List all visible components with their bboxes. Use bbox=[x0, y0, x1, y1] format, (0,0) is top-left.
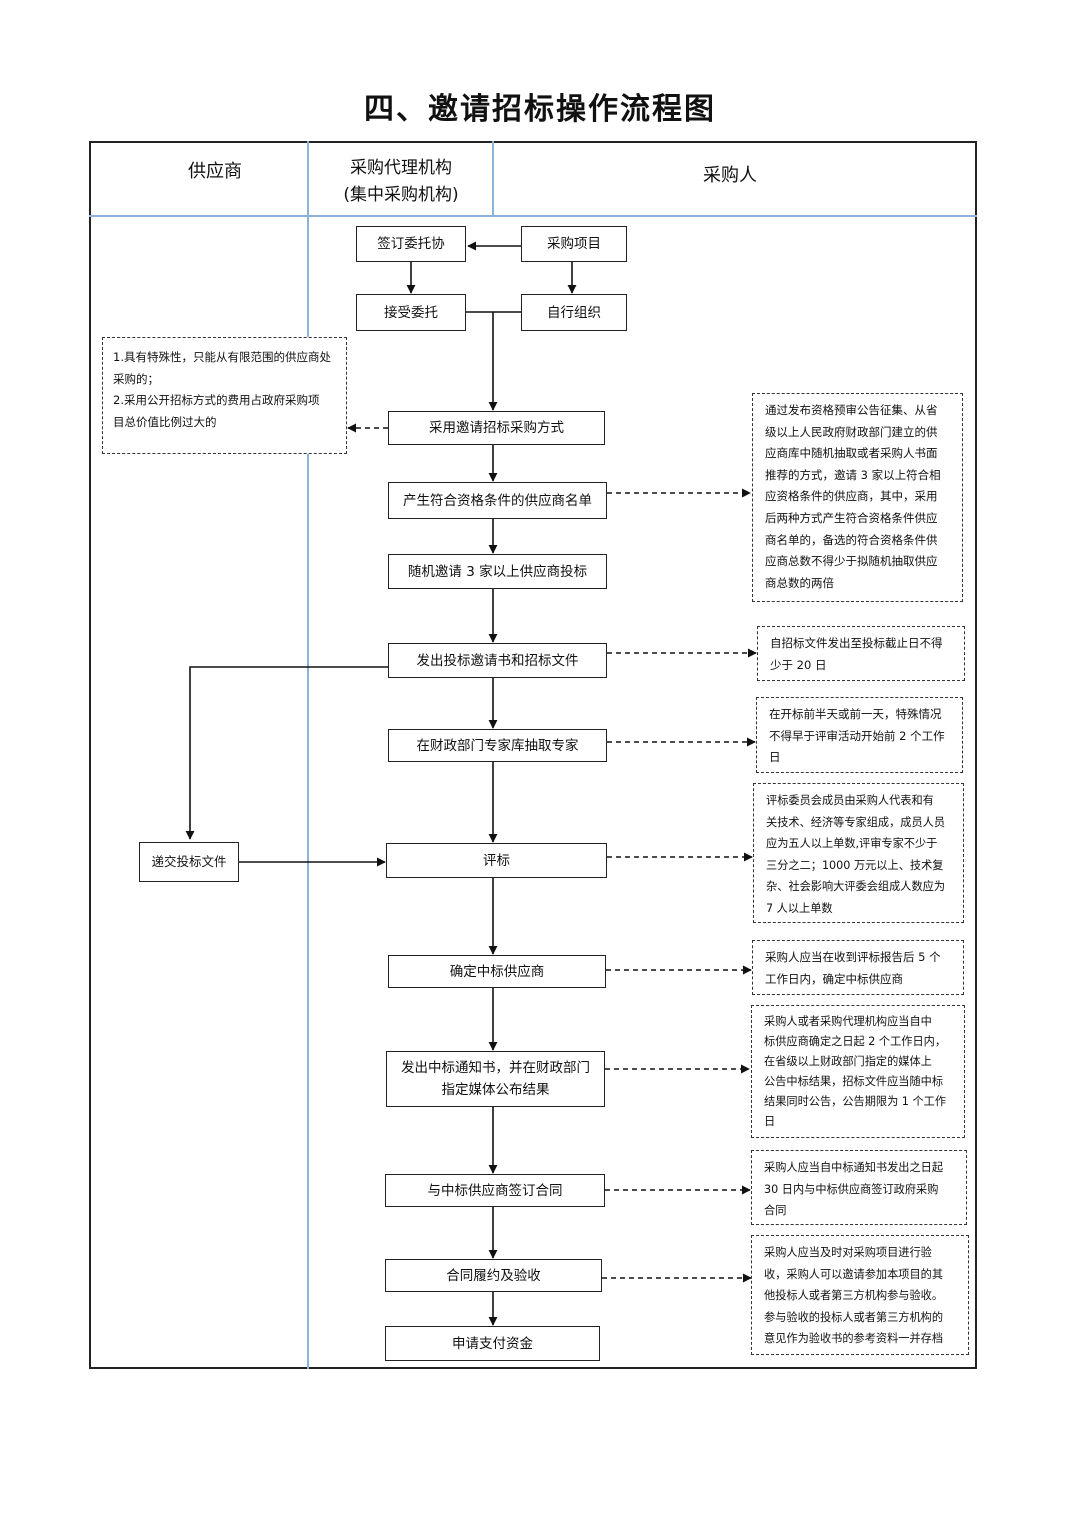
node-random-invite: 随机邀请 3 家以上供应商投标 bbox=[388, 554, 607, 589]
lane-header-agency-line2: (集中采购机构) bbox=[343, 185, 459, 205]
note-line: 采购人或者采购代理机构应当自中 bbox=[764, 1015, 932, 1028]
node-perform-accept: 合同履约及验收 bbox=[385, 1259, 602, 1292]
note-line: 采购人应当自中标通知书发出之日起 bbox=[764, 1161, 944, 1174]
node-issue-docs: 发出投标邀请书和招标文件 bbox=[388, 643, 607, 678]
note-acceptance: 采购人应当及时对采购项目进行验 收，采购人可以邀请参加本项目的其 他投标人或者第… bbox=[751, 1235, 969, 1355]
note-line: 目总价值比例过大的 bbox=[113, 414, 217, 429]
lane-header-supplier: 供应商 bbox=[188, 161, 242, 182]
node-sign-contract: 与中标供应商签订合同 bbox=[385, 1174, 605, 1207]
node-evaluate: 评标 bbox=[386, 843, 607, 878]
note-line: 推荐的方式，邀请 3 家以上符合相 bbox=[765, 467, 941, 482]
note-line: 采购人应当及时对采购项目进行验 bbox=[764, 1246, 932, 1259]
lane-header-agency-line1: 采购代理机构 bbox=[350, 158, 452, 178]
note-committee: 评标委员会成员由采购人代表和有 关技术、经济等专家组成，成员人员 应为五人以上单… bbox=[753, 783, 964, 923]
lane-header-agency: 采购代理机构 (集中采购机构) bbox=[312, 155, 490, 209]
note-line: 在开标前半天或前一天，特殊情况 bbox=[769, 707, 942, 721]
node-generate-list: 产生符合资格条件的供应商名单 bbox=[388, 482, 607, 519]
note-line: 日 bbox=[764, 1115, 776, 1128]
note-line: 30 日内与中标供应商签订政府采购 bbox=[764, 1182, 939, 1196]
note-line: 他投标人或者第三方机构参与验收。 bbox=[764, 1289, 944, 1303]
lane-divider-2 bbox=[492, 141, 494, 217]
note-line: 后两种方式产生符合资格条件供应 bbox=[765, 510, 938, 525]
lane-divider-1 bbox=[307, 141, 309, 1369]
note-line: 结果同时公告，公告期限为 1 个工作 bbox=[764, 1095, 947, 1108]
note-line: 商总数的两倍 bbox=[765, 575, 834, 590]
header-divider bbox=[89, 215, 977, 217]
note-line: 公告中标结果，招标文件应当随中标 bbox=[764, 1075, 944, 1088]
note-line: 自招标文件发出至投标截止日不得 bbox=[770, 636, 943, 650]
node-notice-line2: 指定媒体公布结果 bbox=[441, 1082, 550, 1098]
note-line: 应资格条件的供应商，其中，采用 bbox=[765, 489, 938, 504]
note-line: 合同 bbox=[764, 1204, 787, 1218]
note-line: 工作日内，确定中标供应商 bbox=[765, 971, 903, 986]
node-confirm-winner: 确定中标供应商 bbox=[388, 955, 606, 988]
lane-header-purchaser: 采购人 bbox=[703, 165, 757, 186]
arrow-issue-to-supplier bbox=[185, 666, 388, 840]
note-line: 杂、社会影响大评委会组成人数应为 bbox=[766, 880, 946, 894]
node-sign-entrust: 签订委托协 bbox=[356, 226, 466, 262]
note-line: 采购的； bbox=[113, 371, 159, 386]
note-line: 关技术、经济等专家组成，成员人员 bbox=[766, 815, 946, 829]
note-line: 参与验收的投标人或者第三方机构的 bbox=[764, 1310, 944, 1324]
node-accept-entrust: 接受委托 bbox=[356, 294, 466, 331]
note-line: 在省级以上财政部门指定的媒体上 bbox=[764, 1055, 932, 1068]
node-adopt-invite: 采用邀请招标采购方式 bbox=[388, 411, 605, 445]
note-line: 应商库中随机抽取或者采购人书面 bbox=[765, 446, 938, 461]
node-submit-bid: 递交投标文件 bbox=[139, 842, 239, 882]
note-expert-time: 在开标前半天或前一天，特殊情况 不得早于评审活动开始前 2 个工作 日 bbox=[756, 697, 963, 773]
note-line: 应商总数不得少于拟随机抽取供应 bbox=[765, 554, 938, 569]
note-line: 商名单的，备选的符合资格条件供 bbox=[765, 532, 938, 547]
note-deadline: 自招标文件发出至投标截止日不得 少于 20 日 bbox=[757, 626, 965, 681]
note-line: 级以上人民政府财政部门建立的供 bbox=[765, 424, 938, 439]
note-line: 日 bbox=[769, 750, 781, 765]
note-line: 少于 20 日 bbox=[770, 657, 827, 672]
note-list-method: 通过发布资格预审公告征集、从省 级以上人民政府财政部门建立的供 应商库中随机抽取… bbox=[752, 393, 963, 602]
note-line: 7 人以上单数 bbox=[766, 901, 833, 915]
note-line: 收，采购人可以邀请参加本项目的其 bbox=[764, 1267, 944, 1281]
node-apply-payment: 申请支付资金 bbox=[385, 1326, 600, 1361]
note-line: 标供应商确定之日起 2 个工作日内， bbox=[764, 1035, 947, 1048]
page-title: 四、邀请招标操作流程图 bbox=[364, 92, 716, 127]
note-confirm-time: 采购人应当在收到评标报告后 5 个 工作日内，确定中标供应商 bbox=[752, 940, 964, 995]
diagram-frame bbox=[89, 141, 977, 1369]
note-line: 应为五人以上单数,评审专家不少于 bbox=[766, 837, 938, 851]
note-contract-time: 采购人应当自中标通知书发出之日起 30 日内与中标供应商签订政府采购 合同 bbox=[751, 1150, 967, 1225]
note-line: 评标委员会成员由采购人代表和有 bbox=[766, 794, 934, 807]
node-purchase-project: 采购项目 bbox=[521, 226, 627, 262]
note-line: 通过发布资格预审公告征集、从省 bbox=[765, 403, 938, 417]
note-line: 采购人应当在收到评标报告后 5 个 bbox=[765, 950, 941, 964]
node-notice-publish: 发出中标通知书，并在财政部门 指定媒体公布结果 bbox=[386, 1051, 605, 1107]
node-notice-line1: 发出中标通知书，并在财政部门 bbox=[401, 1060, 590, 1076]
note-line: 2.采用公开招标方式的费用占政府采购项 bbox=[113, 393, 320, 408]
note-conditions: 1.具有特殊性，只能从有限范围的供应商处 采购的； 2.采用公开招标方式的费用占… bbox=[102, 337, 347, 454]
note-publish: 采购人或者采购代理机构应当自中 标供应商确定之日起 2 个工作日内， 在省级以上… bbox=[751, 1005, 965, 1138]
note-line: 1.具有特殊性，只能从有限范围的供应商处 bbox=[113, 350, 331, 364]
note-line: 不得早于评审活动开始前 2 个工作 bbox=[769, 728, 945, 743]
note-line: 三分之二；1000 万元以上、技术复 bbox=[766, 858, 944, 872]
node-draw-experts: 在财政部门专家库抽取专家 bbox=[388, 729, 607, 762]
note-line: 意见作为验收书的参考资料一并存档 bbox=[764, 1332, 944, 1346]
node-self-organize: 自行组织 bbox=[521, 294, 627, 331]
